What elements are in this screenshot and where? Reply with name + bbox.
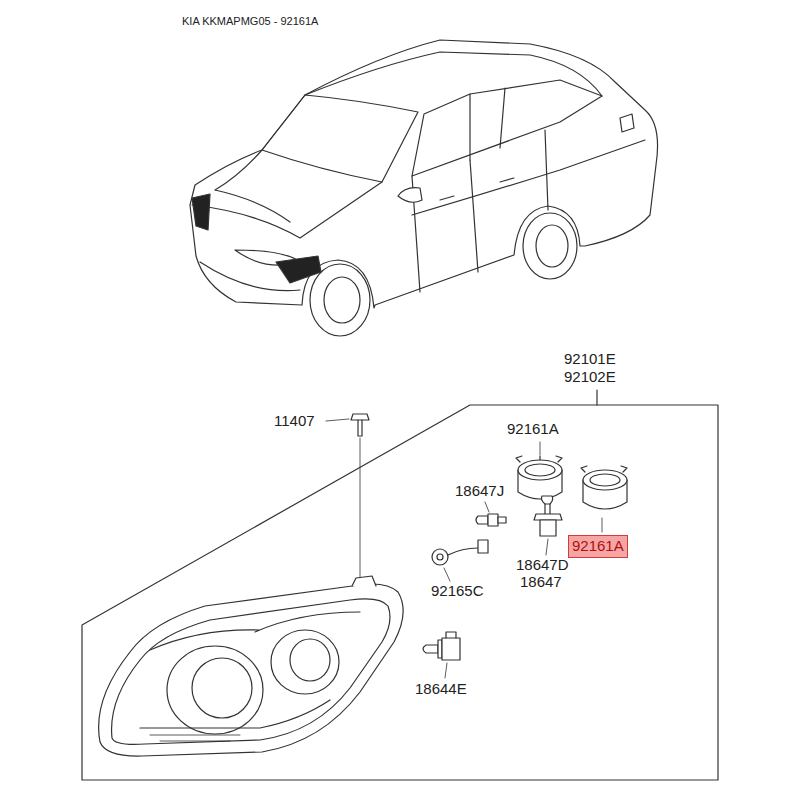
leader-line — [444, 568, 450, 581]
bolt-11407 — [351, 414, 369, 578]
leader-line — [485, 502, 489, 512]
cap-tabs — [581, 466, 627, 472]
car-rear-rim — [536, 225, 568, 267]
car-sketch — [190, 40, 658, 336]
car-front-wheel — [310, 264, 370, 336]
callout-number: 18644E — [415, 681, 467, 698]
callout-number: 92101E — [564, 351, 616, 368]
bulb-stem — [545, 504, 550, 514]
highlight-box: 92161A — [568, 535, 628, 558]
callout-number: 18647D — [516, 557, 569, 574]
headlight-housing — [99, 584, 404, 756]
bolt-shaft — [358, 420, 362, 436]
socket-center — [437, 554, 443, 560]
car-hood-line — [192, 182, 382, 238]
car-front-rim — [324, 277, 360, 323]
bulb-glass — [541, 496, 552, 504]
car-headlight-right — [276, 256, 321, 283]
headlight-assembly — [99, 576, 404, 756]
socket-body — [432, 549, 448, 565]
bolt-center-line — [360, 438, 361, 578]
car-fuel-door — [620, 114, 634, 132]
car-hood-crease — [215, 150, 290, 222]
low-beam-projector — [192, 658, 252, 718]
high-beam-reflector — [271, 630, 339, 694]
high-beam-projector — [290, 639, 330, 681]
callout-number: 92102E — [564, 369, 616, 386]
diagram-title: KIA KKMAPMG05 - 92161A — [182, 15, 318, 27]
headlight-lens-edge — [112, 599, 390, 745]
car-door-handles — [440, 178, 514, 200]
socket-connector — [478, 540, 488, 553]
dust-cap-92161A — [516, 456, 562, 499]
bulb-18644E — [423, 632, 460, 660]
assembly-outline — [82, 405, 718, 780]
leader-line — [326, 419, 349, 421]
headlight-trim — [140, 612, 360, 728]
car-headlight-left — [192, 194, 210, 230]
bulb-glass — [476, 516, 488, 524]
bulb-glass — [423, 645, 438, 653]
headlight-mount-tab — [352, 576, 376, 586]
cap-inner — [525, 464, 555, 476]
callout-number: 92165C — [431, 583, 484, 600]
leader-line — [445, 663, 447, 678]
cap-rim — [583, 470, 627, 490]
bulb-18647D — [534, 496, 562, 536]
bulb-clip — [446, 632, 456, 638]
cap-rim — [518, 460, 562, 480]
assembly-bracket-leader — [596, 390, 597, 405]
car-rear-wheel — [523, 213, 577, 279]
callout-number: 92161A — [507, 421, 559, 438]
car-side-windows — [412, 80, 602, 176]
cap-tabs — [516, 456, 562, 462]
socket-92165C — [432, 540, 488, 565]
car-b-pillar — [470, 88, 505, 160]
callout-number: 11407 — [274, 413, 315, 430]
bulb-base — [540, 520, 556, 536]
car-mirror — [398, 188, 422, 203]
dust-cap-92161A-highlighted — [581, 466, 627, 509]
car-windshield — [262, 95, 418, 182]
car-door-lines — [412, 130, 645, 292]
headlight-stripes — [150, 735, 240, 741]
bulb-base — [488, 514, 498, 526]
socket-wire — [448, 548, 478, 555]
callout-number: 18647 — [520, 574, 562, 591]
highlighted-part-number: 92161A — [572, 538, 624, 555]
car-roof-line — [305, 52, 602, 96]
leader-line — [540, 442, 541, 455]
cap-inner — [590, 474, 620, 486]
leader-line — [546, 539, 548, 555]
callout-number: 18647J — [455, 483, 504, 500]
bulb-base — [442, 638, 460, 660]
bulb-18647J — [476, 514, 506, 526]
bolt-head — [351, 414, 369, 420]
bulb-flange — [534, 514, 562, 520]
car-body — [190, 40, 658, 308]
low-beam-reflector — [167, 646, 263, 734]
bulb-terminal — [498, 517, 506, 523]
leader-line — [602, 518, 603, 532]
